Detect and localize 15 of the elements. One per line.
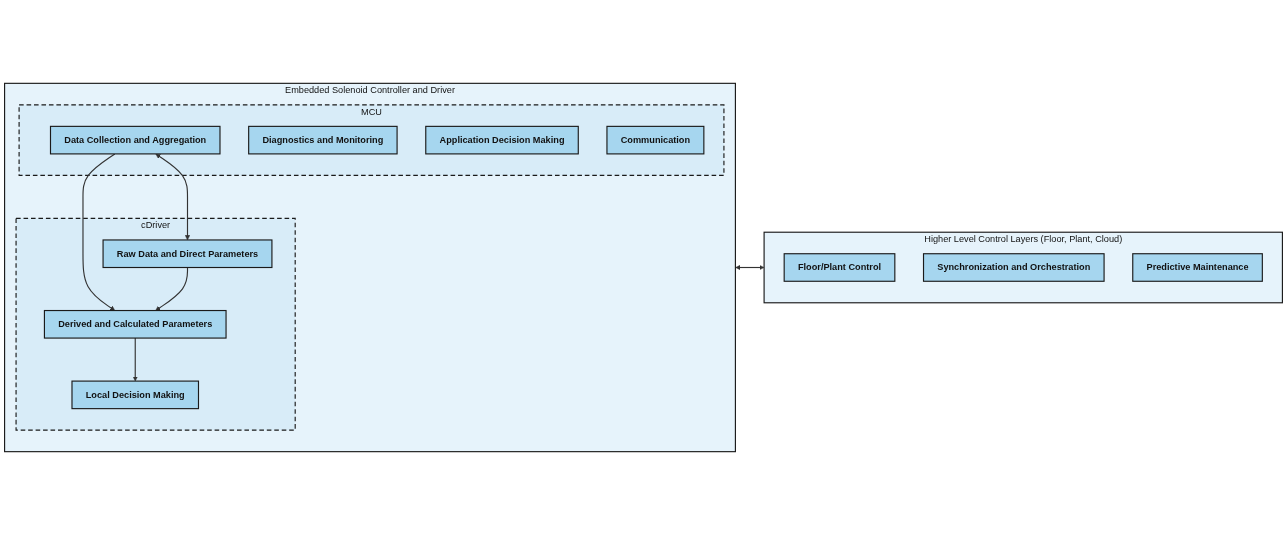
node-box: Local Decision Making <box>71 380 200 410</box>
node-box: Data Collection and Aggregation <box>49 125 221 155</box>
node-box: Synchronization and Orchestration <box>922 253 1105 282</box>
arrow <box>132 337 138 382</box>
node-box: Floor/Plant Control <box>783 253 896 282</box>
node-box: Diagnostics and Monitoring <box>248 125 398 155</box>
arrow <box>155 153 190 241</box>
arrow <box>155 266 189 311</box>
arrow <box>735 265 765 270</box>
node-box: Communication <box>606 125 705 155</box>
arrow <box>82 153 116 311</box>
node-box: Predictive Maintenance <box>1132 253 1263 282</box>
node-box: Raw Data and Direct Parameters <box>102 239 273 269</box>
node-box: Application Decision Making <box>425 125 579 155</box>
node-box: Derived and Calculated Parameters <box>43 309 227 339</box>
